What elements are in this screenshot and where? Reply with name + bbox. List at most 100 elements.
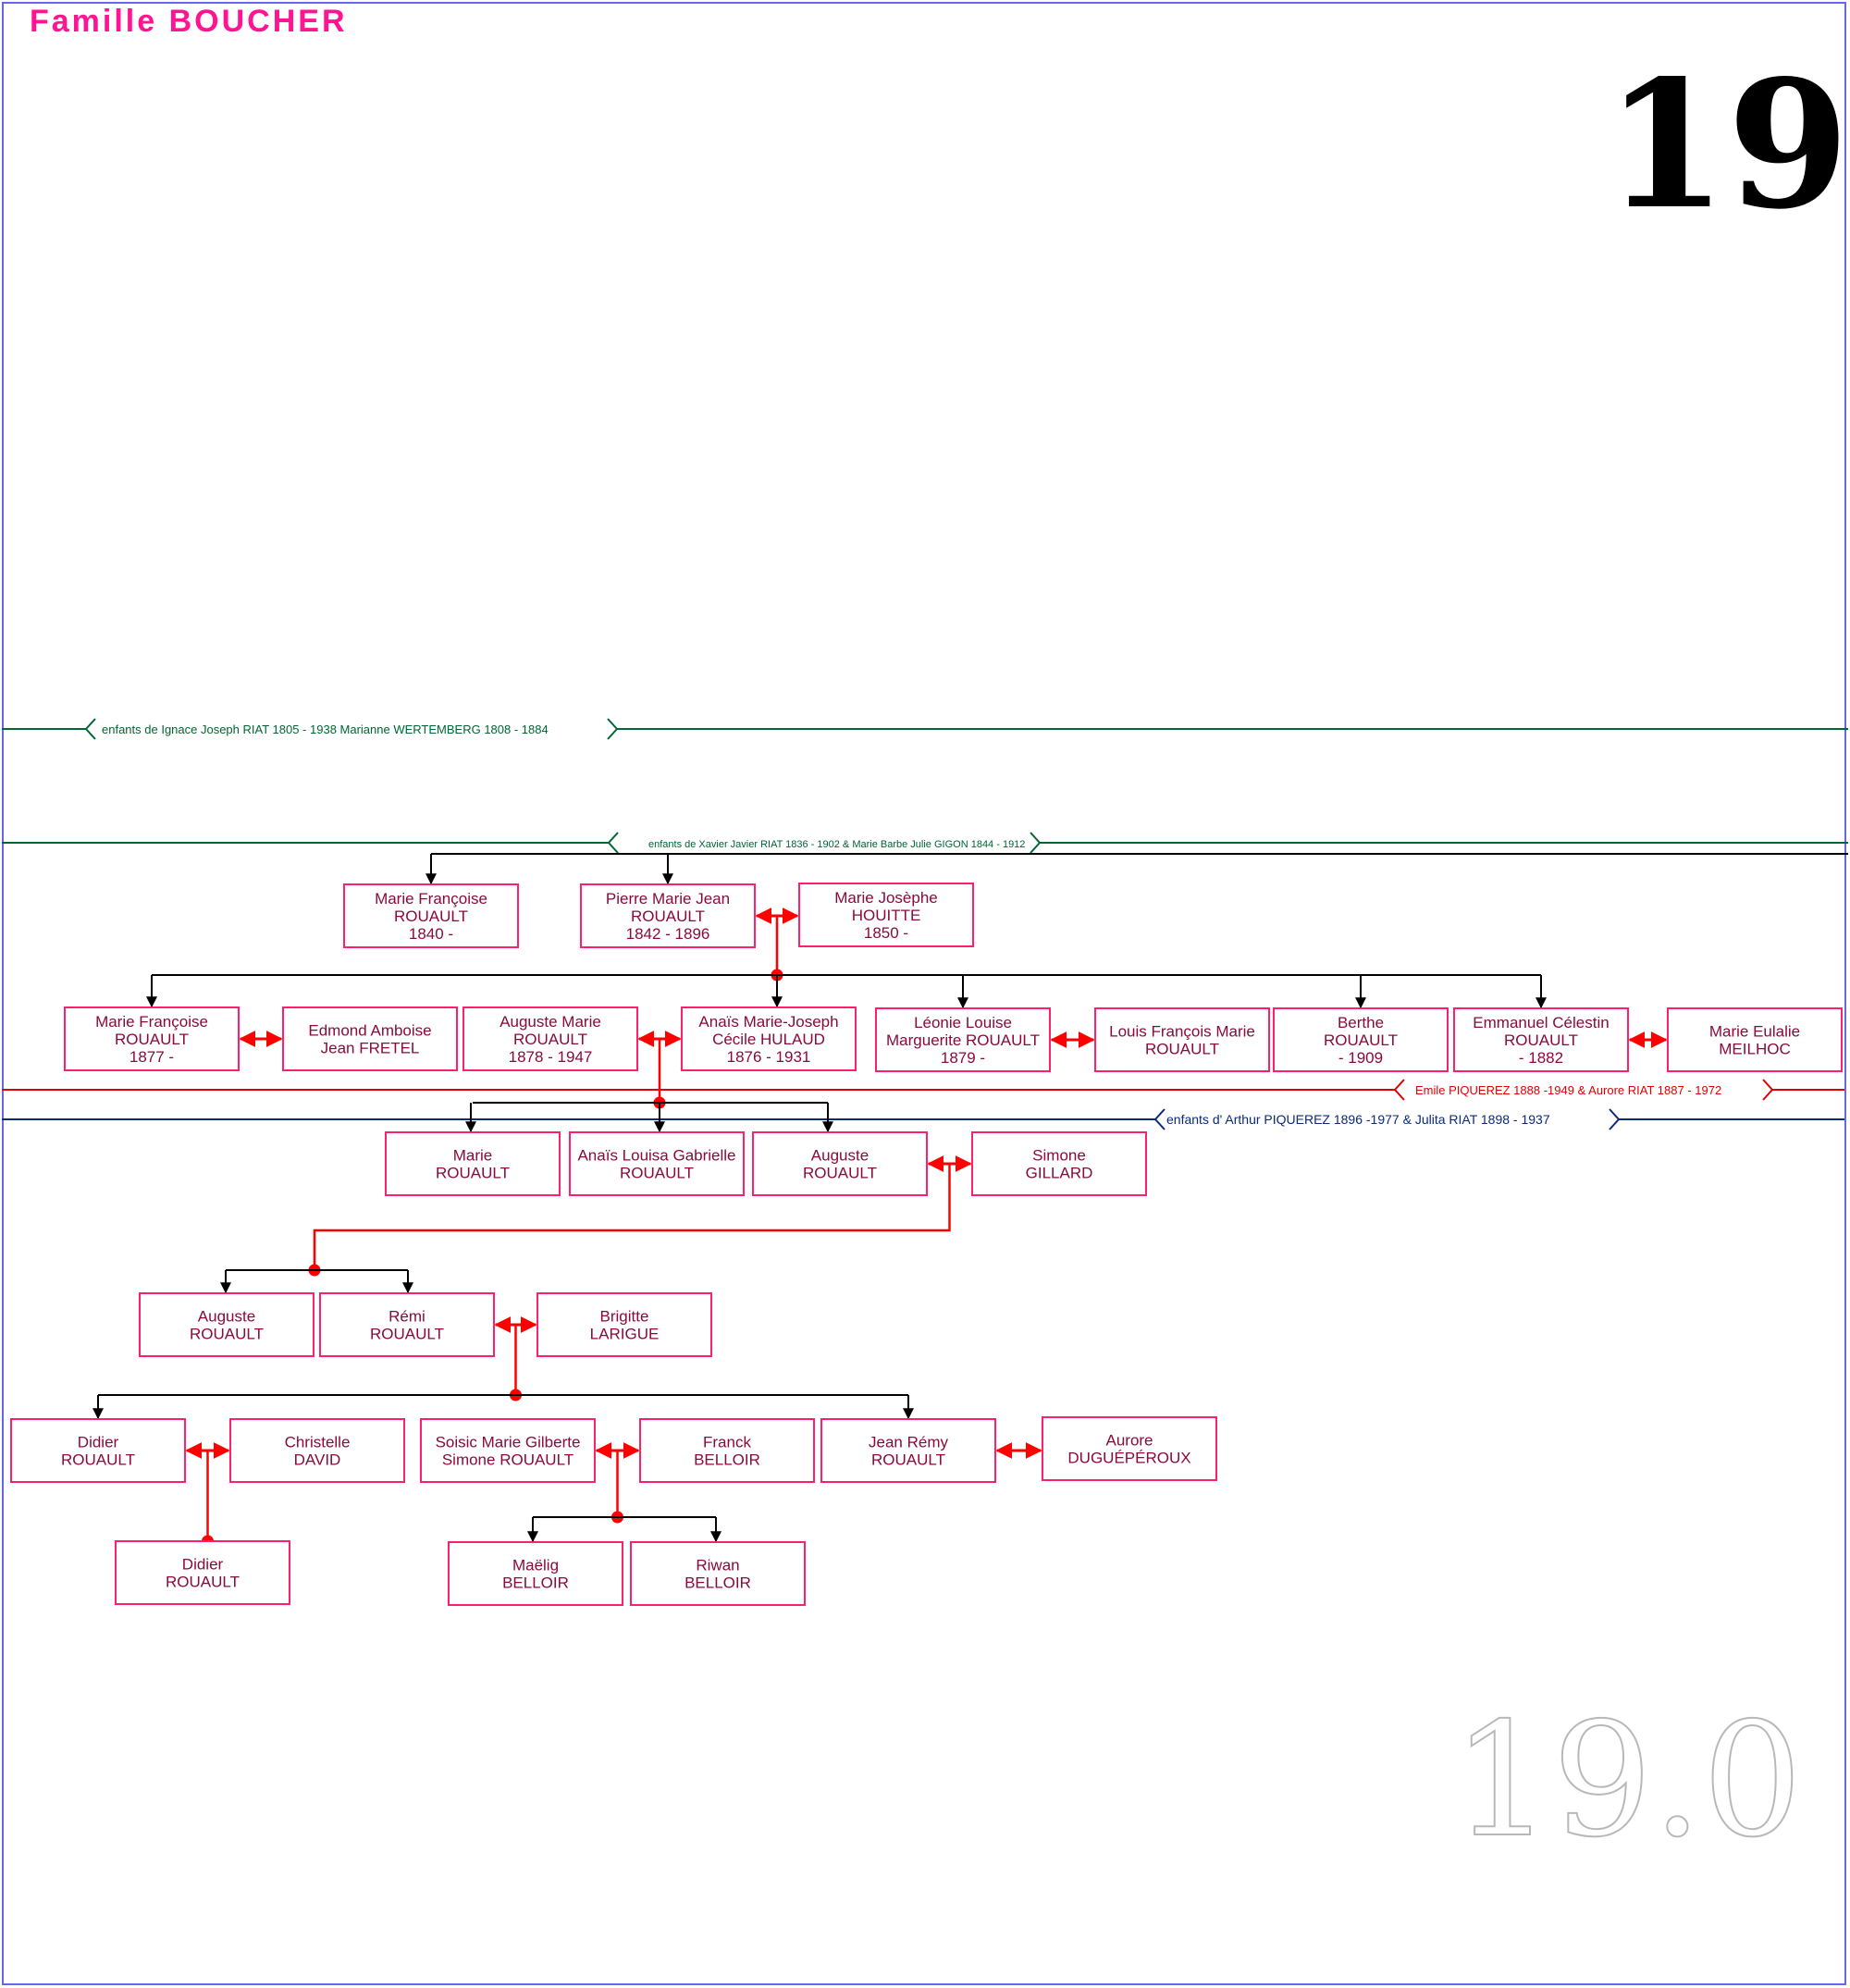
person-name-line: Auguste [811,1147,869,1165]
person-box-border [319,1292,495,1357]
person-name-line: Simone ROUAULT [442,1451,574,1469]
person-name-line: ROUAULT [394,908,468,925]
person-name-line: Marie [453,1147,493,1165]
person-name-line: ROUAULT [1504,1031,1578,1049]
person-name-line: 1842 - 1896 [626,925,710,943]
person-name-line: Marguerite ROUAULT [886,1031,1040,1049]
person-box-border [115,1540,290,1605]
person-name-line: Léonie Louise [914,1014,1012,1031]
person-name-line: ROUAULT [513,1031,587,1048]
person-box-border [10,1418,186,1483]
person-name-line: HOUITTE [852,907,921,924]
person-box-border [798,883,974,947]
person-box-border [752,1131,928,1196]
person-name-line: Anaïs Louisa Gabrielle [577,1147,735,1165]
person-name-line: ROUAULT [1324,1031,1398,1049]
banner-chevron-left-riat-xavier [607,832,619,854]
person-name-line: BELLOIR [684,1574,751,1592]
person-box-border [1094,1007,1270,1072]
person-box-border [282,1006,458,1071]
person-name-line: Jean Rémy [869,1434,948,1451]
person-name-line: ROUAULT [631,908,705,925]
banner-chevron-right-piquerez-emile [1762,1079,1774,1101]
person-box-border [385,1131,561,1196]
banner-chevron-right-piquerez-arthur [1609,1108,1621,1130]
person-box-border [1042,1416,1217,1481]
person-box-border [1273,1007,1449,1072]
person-box-border [681,1006,857,1071]
person-name-line: 1879 - [941,1049,985,1067]
person-name-line: Simone [1032,1147,1086,1165]
person-name-line: Cécile HULAUD [712,1031,825,1048]
person-name-line: Franck [703,1434,751,1451]
person-name-line: Riwan [696,1557,739,1574]
person-name-line: LARIGUE [590,1326,660,1343]
person-box-border [1453,1007,1629,1072]
person-name-line: 1876 - 1931 [727,1048,811,1066]
person-name-line: Marie Françoise [95,1013,208,1031]
person-box-border [139,1292,314,1357]
person-name-line: Jean FRETEL [321,1040,420,1057]
person-name-line: Didier [78,1434,119,1451]
person-name-line: - 1909 [1338,1049,1383,1067]
person-name-line: ROUAULT [620,1165,694,1182]
banner-chevron-left-riat-ignace [84,718,96,740]
person-box-border [64,1006,240,1071]
person-name-line: Berthe [1338,1014,1384,1031]
person-name-line: Edmond Amboise [308,1022,431,1040]
person-name-line: MEILHOC [1719,1041,1790,1058]
banner-chevron-right-riat-xavier [1030,832,1042,854]
banner-text-riat-xavier: enfants de Xavier Javier RIAT 1836 - 190… [648,839,1025,850]
person-name-line: ROUAULT [436,1165,510,1182]
person-name-line: Aurore [1105,1432,1153,1450]
person-name-line: ROUAULT [1145,1041,1219,1058]
person-box-border [875,1007,1051,1072]
page-number: 19 [1605,42,1850,248]
person-name-line: Marie Françoise [375,890,487,908]
person-name-line: Soisic Marie Gilberte [436,1434,581,1451]
person-name-line: DUGUÉPÉROUX [1067,1450,1190,1467]
person-name-line: Marie Eulalie [1709,1023,1800,1041]
banner-chevron-right-riat-ignace [607,718,619,740]
person-name-line: Maëlig [512,1557,559,1574]
banner-text-piquerez-arthur: enfants d' Arthur PIQUEREZ 1896 -1977 & … [1166,1112,1550,1127]
person-box-border [536,1292,712,1357]
person-box-border [1667,1007,1843,1072]
person-name-line: Auguste Marie [500,1013,601,1031]
person-name-line: ROUAULT [61,1451,135,1469]
person-box-border [462,1006,638,1071]
person-name-line: Louis François Marie [1109,1023,1255,1041]
person-name-line: 1850 - [864,924,908,942]
person-name-line: BELLOIR [694,1451,760,1469]
person-name-line: DAVID [294,1451,341,1469]
person-name-line: ROUAULT [370,1326,444,1343]
family-title: Famille BOUCHER [30,4,348,39]
person-box-border [971,1131,1147,1196]
person-name-line: Emmanuel Célestin [1473,1014,1609,1031]
page-subnumber: 19.0 [1451,1689,1804,1872]
person-name-line: 1877 - [130,1048,174,1066]
person-name-line: ROUAULT [803,1165,877,1182]
person-name-line: Auguste [198,1308,255,1326]
